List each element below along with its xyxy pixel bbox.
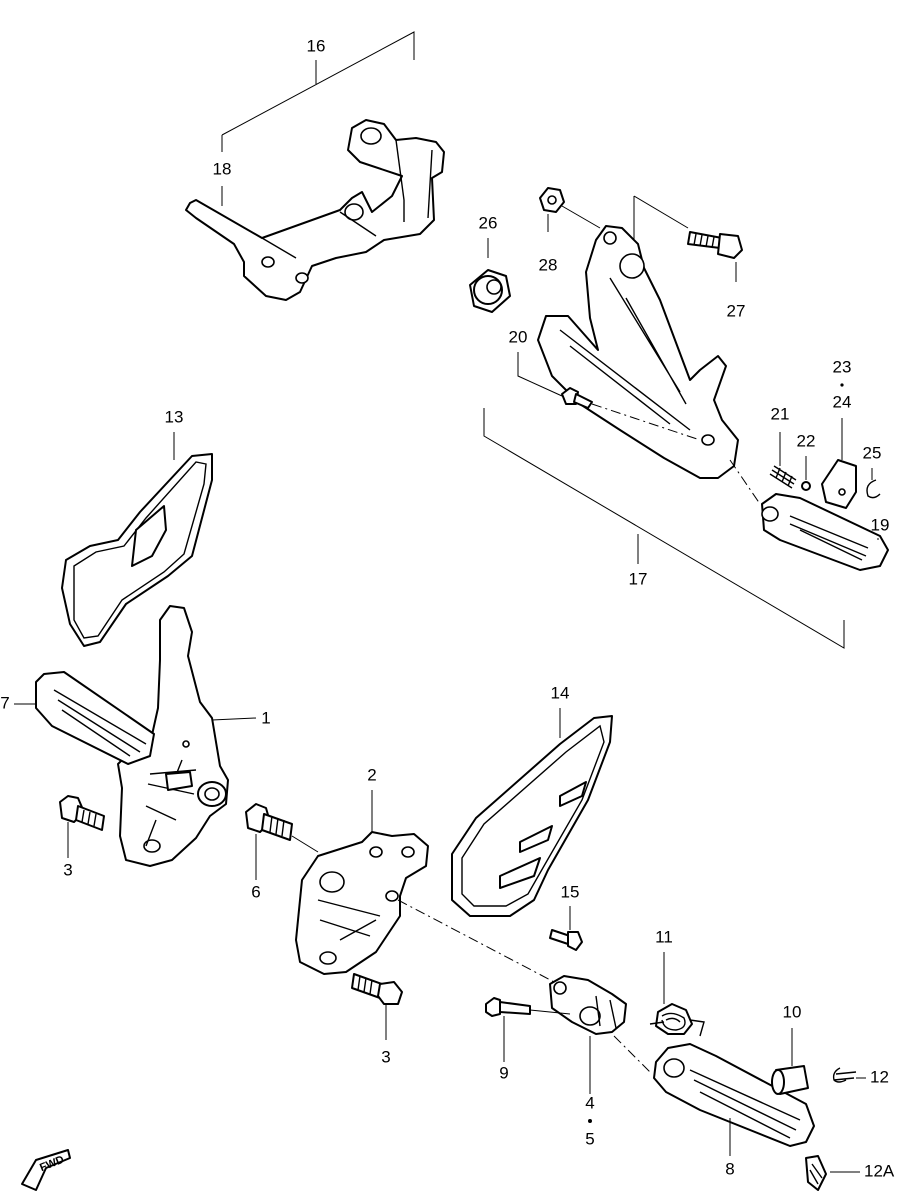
fwd-badge-text: FWD [38, 1154, 66, 1175]
callout-19: 19 [871, 515, 890, 534]
part-24-plate [821, 459, 857, 509]
callout-21: 21 [771, 404, 790, 423]
leader-28 [547, 205, 601, 232]
leader-17 [483, 408, 845, 649]
part-2-footrest-bracket [295, 831, 429, 975]
dot-23-24 [840, 383, 844, 387]
link-6-2 [291, 835, 319, 853]
part-11-return-spring [649, 1003, 705, 1037]
part-21-spring [769, 465, 797, 489]
part-20-pivot-bolt [561, 387, 593, 409]
part-8-rider-footpeg [653, 1043, 815, 1147]
part-6-bolt [245, 803, 293, 841]
part-7-rider-footpeg [35, 671, 155, 765]
callout-26: 26 [479, 213, 498, 232]
callout-5: 5 [585, 1129, 594, 1148]
part-10-bushing [771, 1065, 809, 1095]
leader-27 [633, 195, 737, 282]
callout-1: 1 [261, 708, 270, 727]
callout-2: 2 [367, 765, 376, 784]
part-4-5-pivot-clevis [549, 975, 627, 1035]
callout-13: 13 [165, 407, 184, 426]
callout-22: 22 [797, 431, 816, 450]
leader-20 [517, 352, 563, 397]
leader-1 [211, 717, 257, 721]
callout-4: 4 [585, 1093, 594, 1112]
part-26-rubber-bushing [469, 269, 511, 313]
callout-3a: 3 [63, 860, 72, 879]
callout-12: 12 [870, 1067, 889, 1086]
part-16-bracket-assembly [185, 119, 445, 301]
part-15-screw [549, 929, 583, 951]
callout-14: 14 [551, 683, 570, 702]
leader-16 [221, 31, 415, 152]
callout-3b: 3 [381, 1047, 390, 1066]
callout-17: 17 [629, 569, 648, 588]
leader-9 [503, 1009, 571, 1062]
part-17-footrest-bracket [537, 225, 739, 479]
callout-24: 24 [833, 392, 852, 411]
dot-4-5 [588, 1119, 592, 1123]
part-25-clip [866, 479, 881, 499]
callout-7: 7 [0, 693, 9, 712]
axis-20 [591, 403, 701, 441]
callout-15: 15 [561, 882, 580, 901]
callout-23: 23 [833, 357, 852, 376]
callout-9: 9 [499, 1063, 508, 1082]
part-9-pin [485, 997, 531, 1017]
axis-11 [613, 1035, 651, 1073]
callout-28: 28 [539, 255, 558, 274]
callout-12a: 12A [864, 1161, 895, 1180]
callout-8: 8 [725, 1159, 734, 1178]
part-12a-clip [805, 1155, 827, 1191]
callout-18: 18 [213, 159, 232, 178]
part-12-cotter-pin [832, 1067, 857, 1083]
part-3-bolt-left [59, 795, 105, 831]
part-27-bolt [687, 231, 743, 259]
part-13-heel-guard [61, 453, 213, 647]
part-1-footrest-bracket [117, 605, 229, 867]
part-14-heel-guard [451, 715, 613, 917]
callout-10: 10 [783, 1002, 802, 1021]
part-28-nut [539, 187, 565, 213]
part-22-ball [801, 481, 811, 491]
callout-20: 20 [509, 327, 528, 346]
fwd-direction-badge: FWD [21, 1149, 71, 1191]
part-3-bolt-lower [351, 973, 403, 1005]
callout-27: 27 [727, 301, 746, 320]
callout-6: 6 [251, 882, 260, 901]
callout-25: 25 [863, 443, 882, 462]
callout-11: 11 [655, 927, 673, 946]
axis-19 [729, 459, 761, 505]
callout-16: 16 [307, 36, 326, 55]
part-19-passenger-footpeg [761, 493, 889, 571]
